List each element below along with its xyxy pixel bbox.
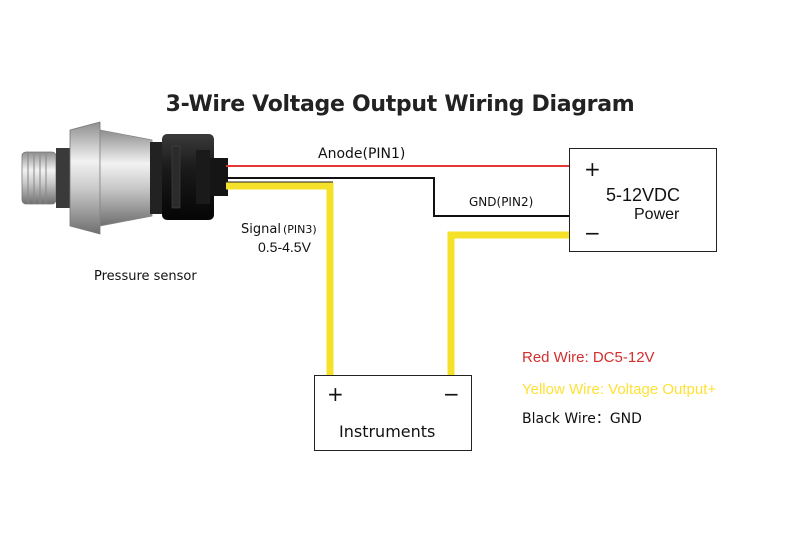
black-wire [226, 177, 570, 217]
power-label: Power [634, 206, 680, 223]
pressure-sensor-icon [21, 121, 228, 235]
instruments-box: + − Instruments [314, 375, 472, 451]
signal-range: 0.5-4.5V [258, 239, 311, 255]
sensor-label: Pressure sensor [94, 269, 197, 284]
signal-label: Signal(PIN3) [241, 222, 317, 237]
legend-red-wire: Red Wire: DC5-12V [522, 349, 655, 366]
instruments-label: Instruments [339, 422, 436, 441]
yellow-signal-wire [226, 182, 334, 376]
power-minus-terminal: − [584, 221, 601, 245]
legend-black-value: GND [609, 411, 642, 427]
instruments-minus-terminal: − [443, 382, 460, 406]
instruments-plus-terminal: + [327, 382, 344, 406]
power-plus-terminal: + [584, 157, 601, 181]
gnd-label: GND(PIN2) [469, 195, 534, 209]
power-voltage: 5-12VDC [606, 185, 681, 205]
signal-pin: (PIN3) [282, 223, 317, 236]
signal-text: Signal [241, 222, 281, 237]
legend-black-key: Black Wire： [522, 411, 610, 427]
anode-label: Anode(PIN1) [318, 146, 406, 162]
yellow-return-wire [447, 231, 570, 376]
legend-black-wire: Black Wire：GND [522, 408, 642, 428]
diagram-title: 3-Wire Voltage Output Wiring Diagram [165, 92, 635, 117]
power-supply-box: + − 5-12VDC Power [569, 148, 717, 252]
legend-yellow-wire: Yellow Wire: Voltage Output+ [522, 381, 717, 398]
